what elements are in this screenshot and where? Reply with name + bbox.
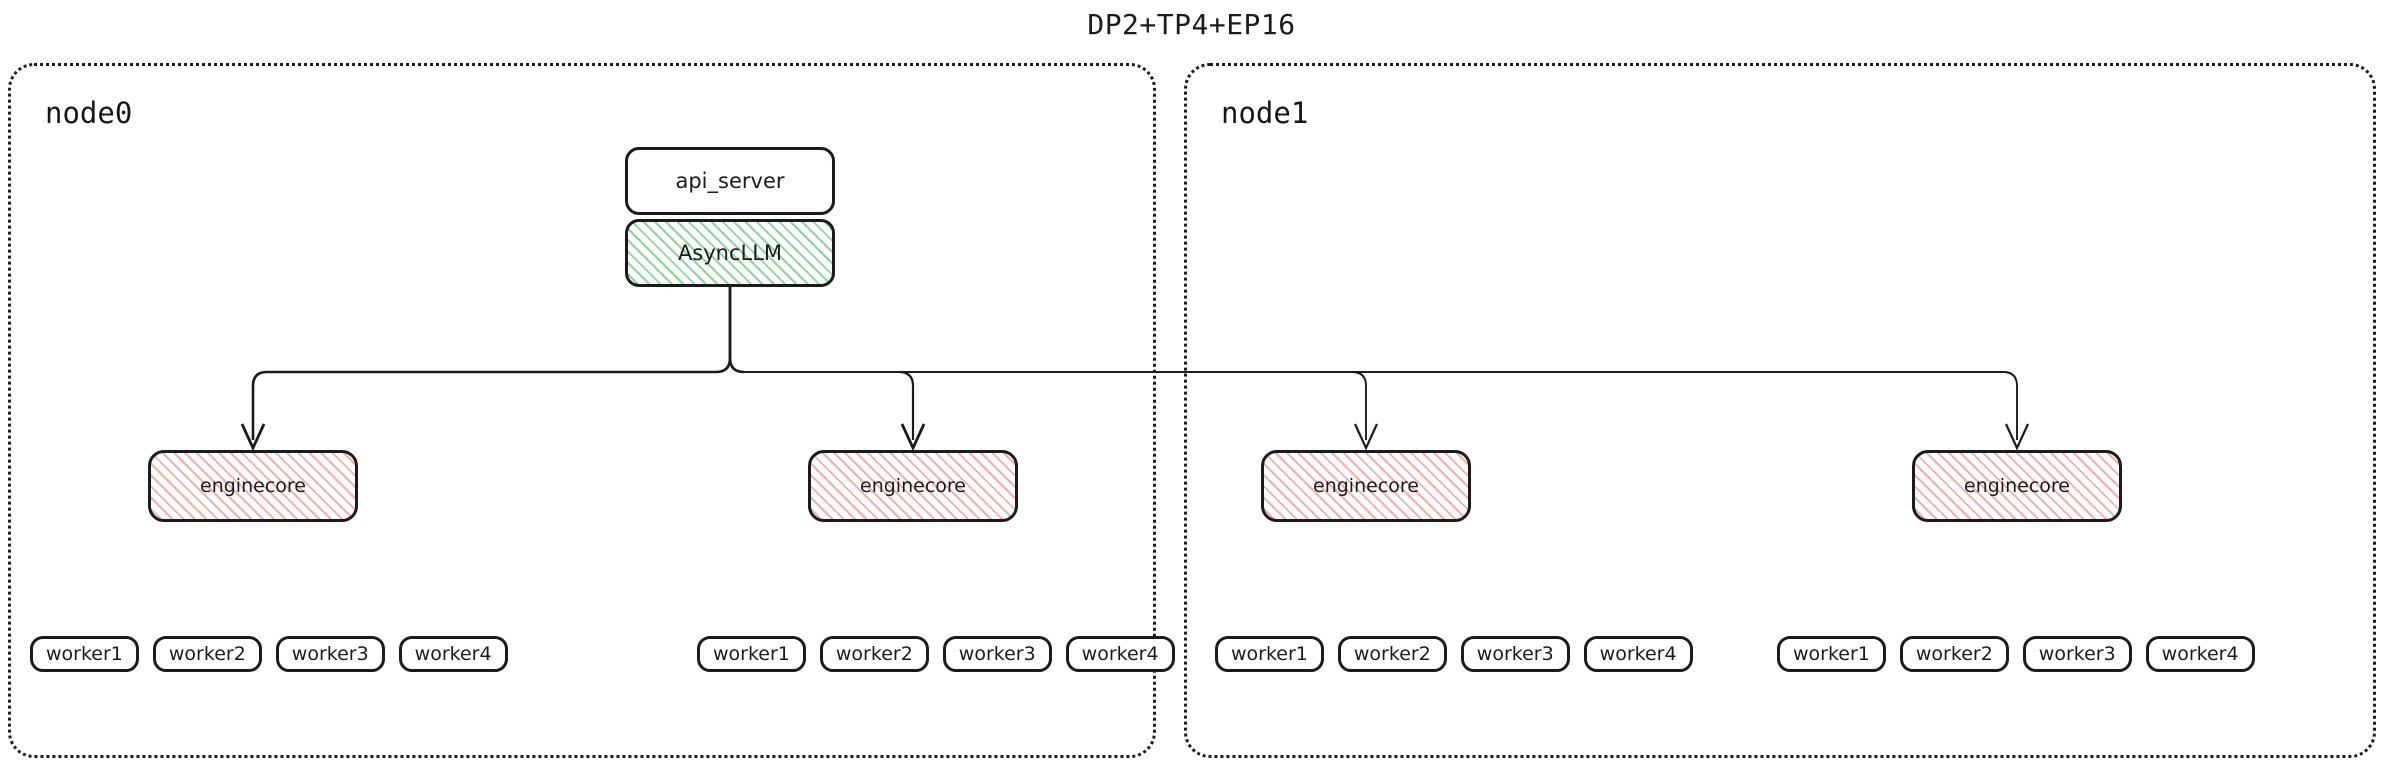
worker-label: worker3 — [958, 643, 1036, 665]
worker-row: worker1 worker2 worker3 worker4 — [1777, 636, 2269, 672]
worker-label: worker1 — [1793, 643, 1870, 665]
worker-box[interactable]: worker1 — [1215, 636, 1324, 672]
worker-label: worker1 — [713, 643, 790, 665]
worker-label: worker3 — [291, 643, 369, 665]
enginecore-label: enginecore — [1313, 475, 1419, 497]
node-label-node0: node0 — [45, 96, 133, 130]
worker-box[interactable]: worker2 — [1899, 636, 2009, 672]
worker-box[interactable]: worker3 — [275, 636, 385, 672]
worker-label: worker4 — [1599, 643, 1677, 665]
worker-label: worker2 — [168, 643, 246, 665]
api-server-box[interactable]: api_server — [625, 147, 835, 215]
worker-label: worker2 — [1353, 643, 1431, 665]
worker-label: worker2 — [835, 643, 913, 665]
enginecore-label: enginecore — [860, 475, 966, 497]
node-label-node1: node1 — [1221, 96, 1309, 130]
worker-box[interactable]: worker4 — [1583, 636, 1693, 672]
worker-row: worker1 worker2 worker3 worker4 — [697, 636, 1189, 672]
worker-box[interactable]: worker4 — [1065, 636, 1175, 672]
worker-row: worker1 worker2 worker3 worker4 — [1215, 636, 1707, 672]
worker-box[interactable]: worker2 — [152, 636, 262, 672]
worker-label: worker4 — [1081, 643, 1159, 665]
worker-box[interactable]: worker3 — [1460, 636, 1570, 672]
worker-row: worker1 worker2 worker3 worker4 — [30, 636, 522, 672]
enginecore-label: enginecore — [1964, 475, 2070, 497]
worker-label: worker4 — [2161, 643, 2239, 665]
async-llm-label: AsyncLLM — [677, 241, 783, 265]
worker-box[interactable]: worker4 — [398, 636, 508, 672]
worker-label: worker4 — [414, 643, 492, 665]
worker-label: worker1 — [1231, 643, 1308, 665]
worker-box[interactable]: worker1 — [697, 636, 806, 672]
worker-box[interactable]: worker3 — [942, 636, 1052, 672]
worker-box[interactable]: worker1 — [1777, 636, 1886, 672]
worker-box[interactable]: worker1 — [30, 636, 139, 672]
enginecore-box[interactable]: enginecore — [1261, 450, 1471, 522]
api-server-label: api_server — [675, 169, 785, 193]
worker-box[interactable]: worker4 — [2145, 636, 2255, 672]
worker-box[interactable]: worker2 — [819, 636, 929, 672]
enginecore-box[interactable]: enginecore — [148, 450, 358, 522]
page-title: DP2+TP4+EP16 — [1087, 8, 1296, 41]
enginecore-box[interactable]: enginecore — [808, 450, 1018, 522]
worker-label: worker1 — [46, 643, 123, 665]
worker-label: worker3 — [2038, 643, 2116, 665]
worker-label: worker2 — [1915, 643, 1993, 665]
worker-label: worker3 — [1476, 643, 1554, 665]
worker-box[interactable]: worker2 — [1337, 636, 1447, 672]
enginecore-label: enginecore — [200, 475, 306, 497]
worker-box[interactable]: worker3 — [2022, 636, 2132, 672]
async-llm-box[interactable]: AsyncLLM — [625, 219, 835, 287]
enginecore-box[interactable]: enginecore — [1912, 450, 2122, 522]
